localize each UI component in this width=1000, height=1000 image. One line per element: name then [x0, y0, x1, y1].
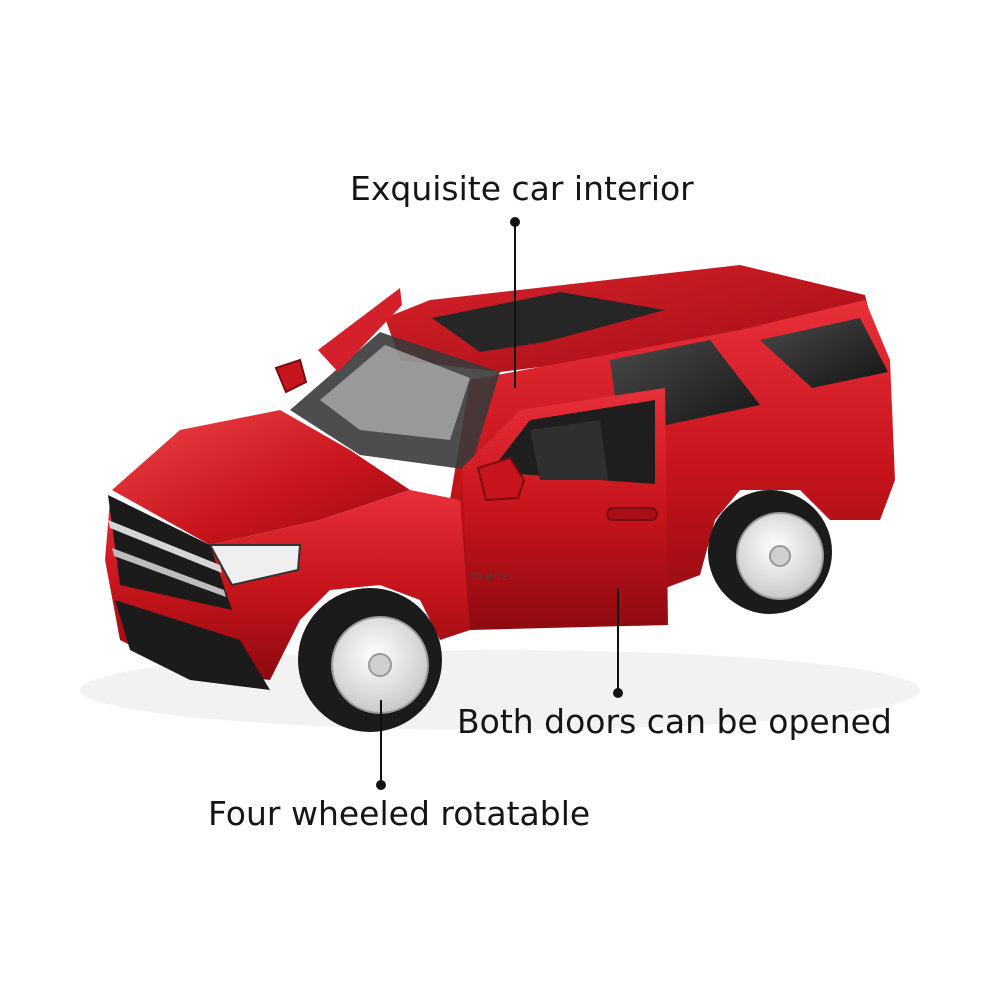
open-passenger-door	[318, 288, 402, 372]
grille-chrome-bar-2	[112, 548, 226, 597]
caption-doors: Both doors can be opened	[457, 702, 892, 741]
sunroof	[432, 292, 665, 352]
windshield-reflection	[320, 345, 470, 440]
rear-wheel	[708, 490, 832, 614]
car-hood	[112, 410, 410, 545]
caption-interior: Exquisite car interior	[350, 169, 694, 208]
door-handle	[606, 507, 658, 521]
pointer-doors	[613, 588, 623, 698]
door-inner-seat	[530, 420, 608, 480]
caption-wheels: Four wheeled rotatable	[208, 794, 591, 833]
passenger-mirror	[274, 358, 308, 394]
front-wheel	[298, 588, 442, 732]
pointer-wheels	[376, 700, 386, 790]
grille-chrome-bar	[108, 520, 222, 573]
ground-shadow	[80, 650, 920, 730]
side-mirror	[476, 456, 526, 502]
front-grille	[108, 495, 232, 610]
headlight	[208, 544, 302, 587]
pointer-interior	[510, 217, 520, 388]
door-badge: TAHOE	[469, 573, 511, 583]
lower-bumper	[115, 600, 270, 690]
rear-window	[760, 318, 888, 388]
